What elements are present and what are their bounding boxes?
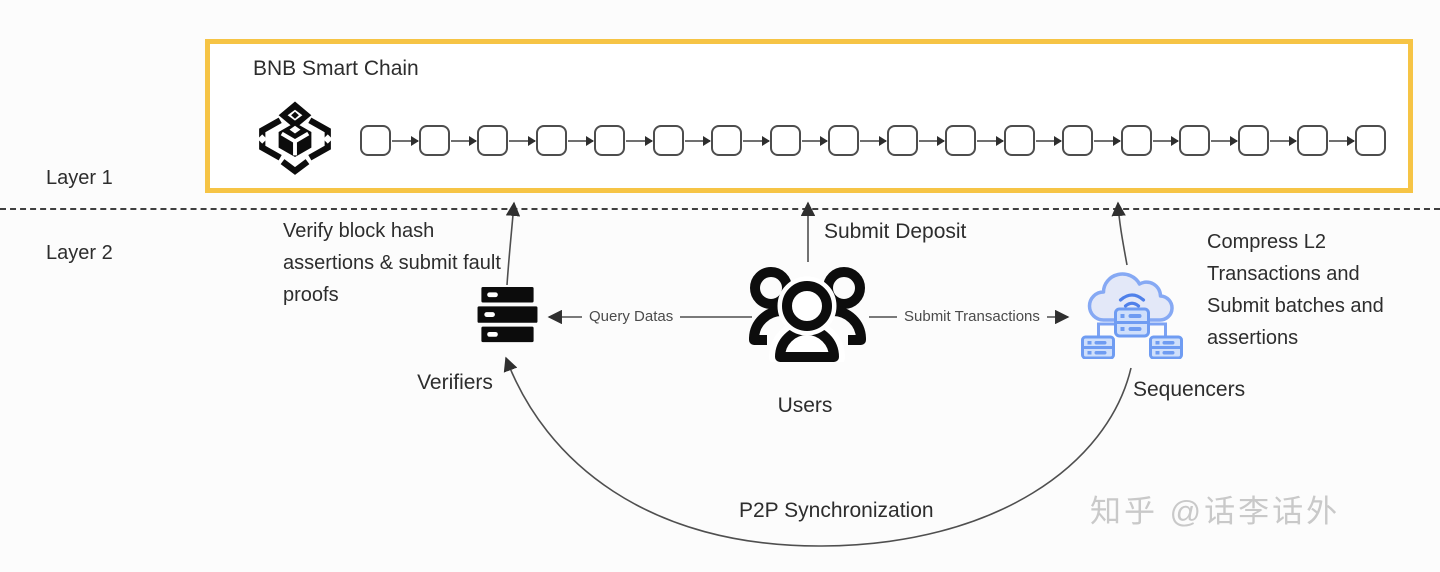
layer1-label: Layer 1 (46, 167, 113, 189)
bnb-chain-logo-icon (256, 100, 334, 178)
chain-arrow (801, 135, 828, 146)
layer-separator-dashed-line (0, 208, 1440, 210)
verifiers-note: Verify block hash assertions & submit fa… (283, 220, 501, 306)
block-chain (360, 125, 1387, 156)
chain-block (1062, 125, 1094, 156)
chain-arrow (860, 135, 887, 146)
chain-block (1003, 125, 1035, 156)
chain-arrow (509, 135, 536, 146)
chain-block (652, 125, 684, 156)
chain-arrow (1094, 135, 1121, 146)
chain-arrow (1035, 135, 1062, 146)
layer2-label: Layer 2 (46, 242, 113, 264)
chain-arrow (450, 135, 477, 146)
chain-arrow (743, 135, 770, 146)
arrow-sequencers-to-layer1 (1111, 201, 1128, 266)
verifiers-label: Verifiers (417, 371, 493, 394)
zhihu-watermark: 知乎 @话李话外 (1090, 494, 1341, 529)
bnb-smart-chain-title: BNB Smart Chain (253, 57, 419, 80)
chain-block (360, 125, 391, 156)
chain-block (886, 125, 918, 156)
sequencers-label: Sequencers (1133, 378, 1246, 401)
chain-block (828, 125, 860, 156)
edge-label-p2p-synchronization: P2P Synchronization (731, 499, 942, 523)
edge-label-submit-transactions: Submit Transactions (897, 307, 1047, 327)
edge-label-query-datas: Query Datas (582, 307, 681, 327)
bnb-smart-chain-box (205, 39, 1413, 193)
edge-label-submit-deposit: Submit Deposit (824, 220, 967, 243)
chain-block (945, 125, 977, 156)
chain-block (1237, 125, 1269, 156)
chain-block (711, 125, 743, 156)
chain-block (418, 125, 450, 156)
chain-arrow (918, 135, 945, 146)
cloud-server-icon (1079, 264, 1185, 364)
chain-arrow (1328, 135, 1355, 146)
chain-block (477, 125, 509, 156)
chain-arrow (1211, 135, 1238, 146)
arrow-verifiers-to-layer1 (505, 201, 521, 286)
chain-arrow (1269, 135, 1297, 146)
chain-block (769, 125, 801, 156)
user-group-icon (745, 262, 870, 368)
chain-arrow (1152, 135, 1179, 146)
chain-block (1120, 125, 1152, 156)
chain-block (1355, 125, 1387, 156)
chain-block (1179, 125, 1211, 156)
chain-arrow (392, 135, 419, 146)
chain-block (535, 125, 567, 156)
chain-arrow (626, 135, 653, 146)
chain-arrow (684, 135, 711, 146)
chain-arrow (977, 135, 1004, 146)
chain-block (594, 125, 626, 156)
server-stack-icon (477, 287, 538, 350)
sequencers-note: Compress L2 Transactions and Submit batc… (1207, 231, 1384, 349)
chain-block (1296, 125, 1328, 156)
users-label: Users (777, 394, 833, 417)
chain-arrow (567, 135, 594, 146)
